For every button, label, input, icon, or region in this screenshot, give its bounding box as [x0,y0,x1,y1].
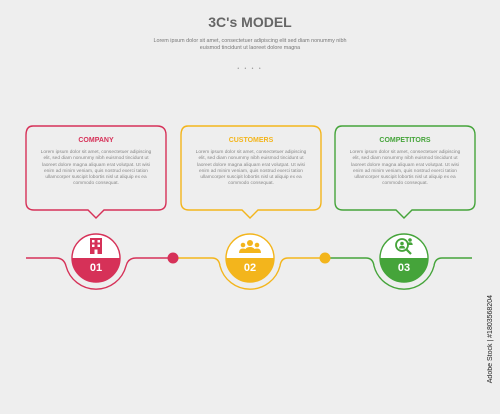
timeline-segment-2 [178,257,320,290]
card-title-customers: CUSTOMERS [228,137,274,144]
callout-box-customers [180,125,322,219]
decorative-dots: • • • • [237,66,263,72]
competitor-search-icon [395,238,413,255]
people-group-icon [239,240,261,253]
card-body-competitors: Lorem ipsum dolor sit amet, consectetuer… [349,150,461,187]
card-body-customers: Lorem ipsum dolor sit amet, consectetuer… [195,150,307,187]
stock-watermark: Adobe Stock | #1803568204 [487,295,494,384]
building-icon [90,238,102,254]
step-number-3: 03 [397,262,411,274]
card-body-company: Lorem ipsum dolor sit amet, consectetuer… [40,150,152,187]
callout-box-competitors [334,125,476,219]
card-title-company: COMPANY [78,137,114,144]
card-title-competitors: COMPETITORS [379,137,431,144]
step-circle-3 [379,233,429,283]
step-circle-2 [225,233,275,283]
connector-dot-1 [167,252,179,264]
connector-dot-2 [319,252,331,264]
callout-box-company [25,125,167,219]
step-circle-1 [71,233,121,283]
step-number-2: 02 [243,262,257,274]
diagram-title: 3C's MODEL [208,14,292,30]
step-number-1: 01 [89,262,103,274]
diagram-subtitle: Lorem ipsum dolor sit amet, consectetuer… [153,38,347,51]
timeline-segment-1 [26,257,168,290]
timeline-segment-3 [330,257,472,290]
